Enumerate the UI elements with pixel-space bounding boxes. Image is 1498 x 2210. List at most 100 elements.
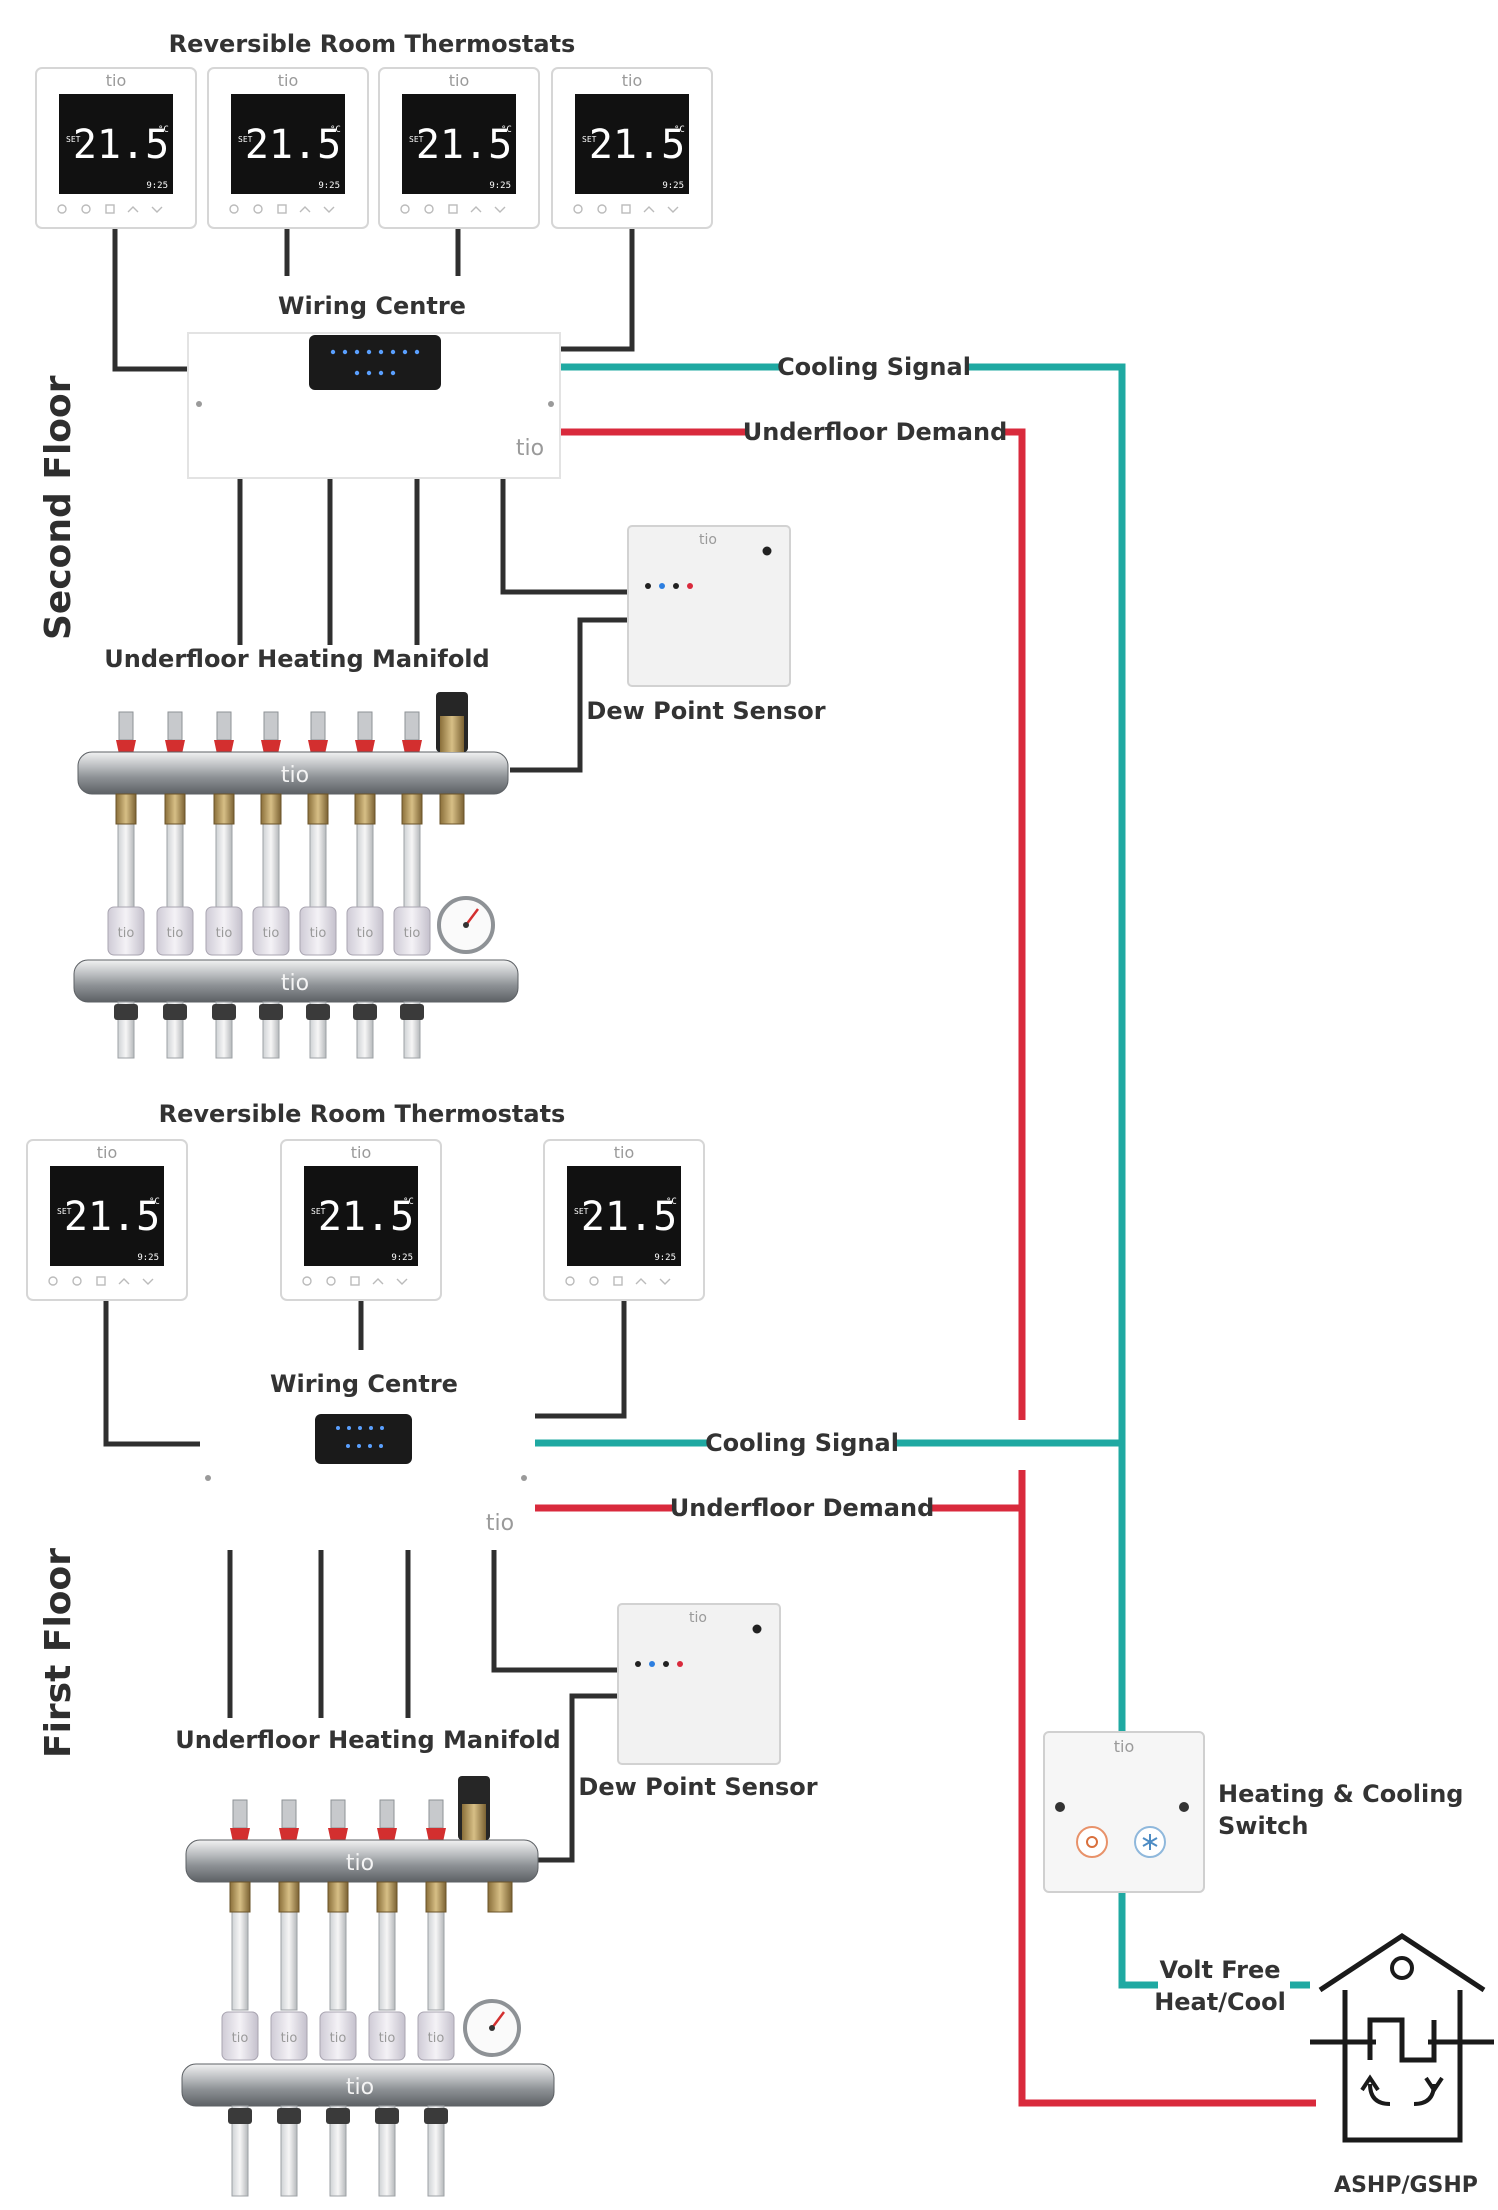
thermostat-unit: °C <box>149 1197 160 1207</box>
manifold-flow-bar-brand: tio <box>346 1851 374 1876</box>
dew-point-sensor-brand: tio <box>689 1610 707 1626</box>
thermostat-temperature: 21.5 <box>64 1194 160 1240</box>
switch-label-line1: Heating & Cooling <box>1218 1780 1463 1808</box>
first-floor-manifold-label: Underfloor Heating Manifold <box>175 1726 560 1754</box>
actuator-brands: tio tio tio tio tio <box>232 2031 445 2046</box>
thermostat-screen <box>231 94 345 194</box>
thermostat-buttons <box>400 204 506 214</box>
thermostat-temperature: 21.5 <box>589 122 685 168</box>
wire-dewpoint-to-manifold <box>510 617 628 773</box>
thermostat-buttons <box>302 1276 408 1286</box>
first-floor-label: First Floor <box>38 1548 79 1758</box>
switch-label-line2: Switch <box>1218 1812 1308 1840</box>
wiring-centre-screw <box>205 1475 211 1481</box>
thermostat-buttons <box>565 1276 671 1286</box>
thermostat-5: tio SET 21.5 °C 9:25 <box>26 1139 188 1301</box>
thermostat-screen <box>59 94 173 194</box>
thermostat-screen <box>402 94 516 194</box>
volt-free-label-line2: Heat/Cool <box>1154 1988 1286 2016</box>
thermostat-unit: °C <box>501 125 512 135</box>
actuator-brand: tio <box>118 926 135 941</box>
dew-point-sensor-leds <box>635 1661 683 1667</box>
thermostat-unit: °C <box>666 1197 677 1207</box>
manifold-return-bar-brand: tio <box>346 2075 374 2100</box>
second-floor-wires <box>112 228 635 773</box>
actuator-brand: tio <box>310 926 327 941</box>
dew-point-sensor-second-floor: tio <box>627 525 791 687</box>
thermostat-screen <box>567 1166 681 1266</box>
thermostat-6: tio SET 21.5 °C 9:25 <box>280 1139 442 1301</box>
wire-wc2-to-dewpoint <box>500 478 628 595</box>
second-floor-underfloor-demand-label: Underfloor Demand <box>743 418 1008 446</box>
underfloor-demand-wires <box>535 428 1316 2107</box>
dew-point-sensor-body <box>627 525 791 687</box>
thermostat-unit: °C <box>403 1197 414 1207</box>
thermostat-temperature: 21.5 <box>318 1194 414 1240</box>
thermostat-set-label: SET <box>582 135 597 144</box>
first-floor-cooling-signal-label: Cooling Signal <box>705 1429 899 1457</box>
heat-pump-label: ASHP/GSHP <box>1334 2173 1478 2198</box>
thermostat-3: tio SET 21.5 °C 9:25 <box>378 67 540 229</box>
manifold-unions <box>229 1881 513 1913</box>
thermostat-brand: tio <box>106 71 127 90</box>
first-floor-wires <box>103 1300 627 1863</box>
wire-t4-to-wc2 <box>560 228 635 352</box>
second-floor-label: Second Floor <box>38 375 79 640</box>
flow-meter-caps <box>230 1799 446 1842</box>
actuator-brand: tio <box>216 926 233 941</box>
thermostat-buttons <box>229 204 335 214</box>
thermostat-brand: tio <box>614 1143 635 1162</box>
thermostat-screen <box>304 1166 418 1266</box>
thermostat-brand: tio <box>351 1143 372 1162</box>
pressure-gauge-icon <box>463 1999 521 2057</box>
thermostat-set-label: SET <box>238 135 253 144</box>
heat-pump-house-icon <box>1310 1933 1494 2143</box>
actuator-brand: tio <box>232 2031 249 2046</box>
manifold-second-floor: tio tio tio tio tio tio tio tio <box>73 692 519 1059</box>
volt-free-wire <box>1118 1892 1158 1989</box>
actuator-brand: tio <box>357 926 374 941</box>
first-floor-thermostats-label: Reversible Room Thermostats <box>159 1100 566 1128</box>
thermostat-temperature: 21.5 <box>581 1194 677 1240</box>
actuator-brand: tio <box>167 926 184 941</box>
second-floor-thermostats-label: Reversible Room Thermostats <box>169 30 576 58</box>
thermostat-brand: tio <box>278 71 299 90</box>
thermostat-set-label: SET <box>66 135 81 144</box>
thermostat-buttons <box>48 1276 154 1286</box>
actuator-brand: tio <box>330 2031 347 2046</box>
thermostat-buttons <box>573 204 679 214</box>
cooling-signal-wire-second-b <box>966 363 1126 1745</box>
snowflake-icon <box>1142 1834 1158 1850</box>
switch-screw <box>1055 1802 1065 1812</box>
wiring-centre-leds <box>330 349 420 376</box>
manifold-first-floor: tio tio tio tio tio tio tio <box>181 1776 555 2197</box>
manifold-flow-bar-brand: tio <box>281 763 309 788</box>
wire-dewpoint1-to-manifold <box>515 1693 618 1863</box>
volt-free-label-line1: Volt Free <box>1159 1956 1280 1984</box>
thermostat-time: 9:25 <box>654 1253 676 1263</box>
actuator-brand: tio <box>281 2031 298 2046</box>
pressure-gauge-icon <box>437 896 495 954</box>
switch-brand: tio <box>1114 1737 1135 1756</box>
wire-t1-to-wc2 <box>112 228 200 372</box>
thermostat-time: 9:25 <box>662 181 684 191</box>
dew-point-sensor-body <box>617 1603 781 1765</box>
dew-point-sensor-first-floor: tio <box>617 1603 781 1765</box>
actuator-brand: tio <box>379 2031 396 2046</box>
manifold-return-bar <box>73 959 519 1003</box>
underfloor-demand-wire-second-b <box>1004 428 1026 1420</box>
thermostat-time: 9:25 <box>391 1253 413 1263</box>
manifold-return-bar-brand: tio <box>281 971 309 996</box>
thermostat-set-label: SET <box>574 1207 589 1216</box>
thermostat-set-label: SET <box>409 135 424 144</box>
thermostat-7: tio SET 21.5 °C 9:25 <box>543 1139 705 1301</box>
heating-button <box>1076 1826 1108 1858</box>
thermostat-screen <box>50 1166 164 1266</box>
manifold-actuators <box>107 906 431 956</box>
thermostat-time: 9:25 <box>489 181 511 191</box>
second-floor-manifold-label: Underfloor Heating Manifold <box>104 645 489 673</box>
thermostat-brand: tio <box>622 71 643 90</box>
manifold-actuators <box>221 2011 455 2061</box>
wiring-centre-screw <box>196 401 202 407</box>
